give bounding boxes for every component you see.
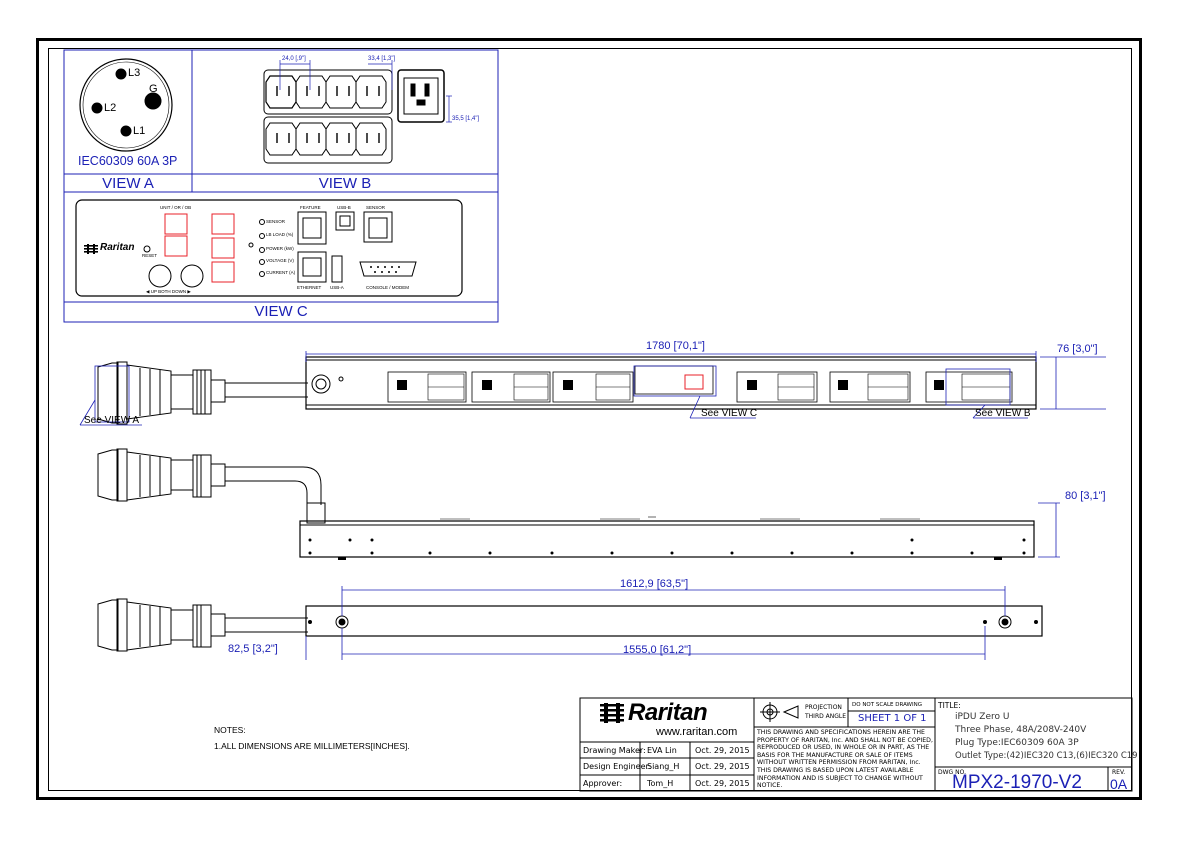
notes-title: NOTES: [214, 725, 246, 735]
view-c-port-usb-b: USB-B [337, 205, 351, 210]
view-b-dim-width: 33,4 [1,3"] [368, 56, 396, 62]
view-c-reset: RESET [142, 253, 158, 258]
view-c-indicator-power: POWER (kW) [266, 246, 294, 251]
view-c-panel [75, 199, 463, 297]
raritan-logo-mark-small [84, 244, 98, 254]
rev-value: 0A [1110, 776, 1128, 792]
view-c-port-feature: FEATURE [300, 205, 321, 210]
front-view-pdu [97, 356, 1037, 425]
views-grid [63, 49, 499, 323]
dwg-number: MPX2-1970-V2 [952, 772, 1082, 793]
row-date-approver: Oct. 29, 2015 [695, 779, 750, 788]
drawing-border [36, 38, 1142, 800]
sheet-number: SHEET 1 OF 1 [858, 713, 927, 724]
pin-label-g: G [149, 83, 158, 95]
view-a-plug [79, 58, 173, 152]
view-b-dim-height: 35,5 [1,4"] [452, 116, 480, 122]
view-c-indicator-load: LB LOAD (%) [266, 232, 294, 237]
title-line-2: Three Phase, 48A/208V-240V [955, 725, 1087, 735]
title-line-3: Plug Type:IEC60309 60A 3P [955, 738, 1079, 748]
disclaimer: THIS DRAWING AND SPECIFICATIONS HEREIN A… [757, 729, 933, 790]
view-c-port-console: CONSOLE / MODEM [366, 285, 410, 290]
view-c-indicator-voltage: VOLTAGE (V) [266, 258, 294, 263]
pin-label-l3: L3 [128, 67, 141, 79]
row-date-drawing-maker: Oct. 29, 2015 [695, 746, 750, 755]
do-not-scale: DO NOT SCALE DRAWING [852, 702, 922, 708]
row-name-approver: Tom_H [647, 779, 674, 788]
callout-view-b: See VIEW B [975, 408, 1031, 419]
view-c-port-sensor: SENSOR [366, 205, 386, 210]
rear-view-pdu [97, 598, 1043, 652]
title-block-website: www.raritan.com [656, 726, 738, 738]
title-label: TITLE: [938, 701, 961, 710]
side-view-dimensions [1038, 502, 1060, 558]
rear-dim-offset: 82,5 [3,2"] [228, 643, 278, 655]
row-role-drawing-maker: Drawing Maker: [583, 746, 646, 755]
view-c-brand: Raritan [100, 242, 135, 253]
view-c-port-ethernet: ETHERNET [297, 285, 322, 290]
view-c-port-usb-a: USB-A [330, 285, 344, 290]
view-c-display-caption: UNIT / OR / OB [160, 205, 192, 210]
title-block-brand: Raritan [628, 699, 708, 726]
callout-view-a: See VIEW A [84, 415, 140, 426]
notes-item-1: 1.ALL DIMENSIONS ARE MILLIMETERS[INCHES]… [214, 741, 410, 751]
rear-dim-mount-span: 1612,9 [63,5"] [620, 578, 689, 590]
row-name-design-engineer: Siang_H [647, 762, 680, 771]
row-date-design-engineer: Oct. 29, 2015 [695, 762, 750, 771]
row-role-design-engineer: Design Engineer: [583, 762, 652, 771]
view-b-outlets [263, 69, 445, 164]
title-line-4: Outlet Type:(42)IEC320 C13,(6)IEC320 C19 [955, 751, 1138, 761]
front-dim-length: 1780 [70,1"] [646, 340, 705, 352]
side-view-pdu [97, 448, 1035, 560]
front-view-callouts [79, 351, 1106, 426]
pin-label-l1: L1 [133, 125, 146, 137]
title-line-1: iPDU Zero U [955, 712, 1010, 722]
view-c-indicator-sensor: SENSOR [266, 219, 286, 224]
view-c-buttons-caption: ◀ UP BOTH DOWN ▶ [146, 289, 191, 294]
rear-dim-hole-span: 1555,0 [61,2"] [623, 644, 692, 656]
view-c-indicator-current: CURRENT (A) [266, 270, 296, 275]
row-name-drawing-maker: EVA Lin [647, 746, 677, 755]
view-b-dimensions [279, 60, 452, 123]
projection-line1: PROJECTION [805, 704, 842, 711]
view-c-label: VIEW C [254, 303, 308, 320]
view-b-dim-pitch: 24,0 [,9"] [282, 56, 306, 62]
rear-view-dimensions [305, 586, 1006, 660]
row-role-approver: Approver: [583, 779, 623, 788]
side-dim-height: 80 [3,1"] [1065, 490, 1106, 502]
raritan-logo-mark [600, 703, 624, 723]
rev-label: REV. [1112, 769, 1126, 776]
view-b-label: VIEW B [318, 175, 372, 192]
callout-view-c: See VIEW C [701, 408, 758, 419]
front-dim-depth: 76 [3,0"] [1057, 343, 1098, 355]
projection-line2: THIRD ANGLE [805, 713, 847, 720]
view-a-connector-label: IEC60309 60A 3P [78, 154, 178, 168]
dwg-label: DWG NO. [938, 769, 966, 776]
title-block-grid [579, 697, 1133, 792]
pin-label-l2: L2 [104, 102, 117, 114]
view-a-label: VIEW A [102, 175, 154, 192]
